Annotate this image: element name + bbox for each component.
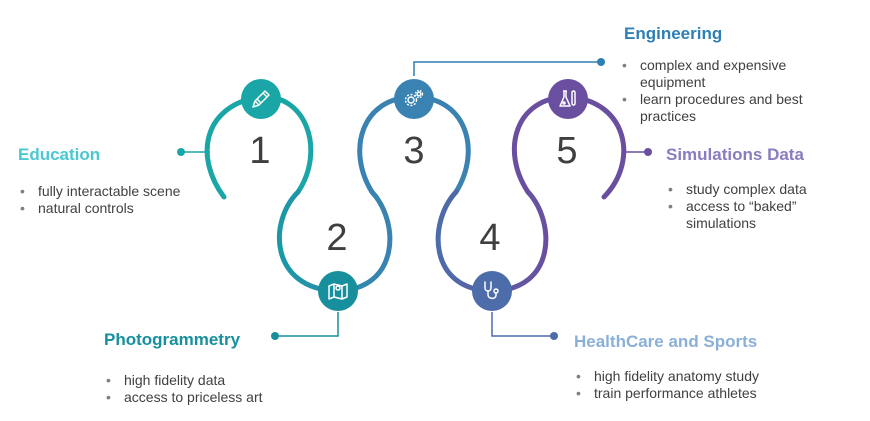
step-4-icon-badge: [472, 271, 512, 311]
education-bullets: fully interactable scene natural control…: [18, 183, 218, 217]
connector-dot-engineering: [597, 58, 605, 66]
connector-photogrammetry: [275, 312, 339, 337]
list-item: access to priceless art: [104, 389, 304, 406]
step-number-3: 3: [403, 130, 425, 172]
list-item: fully interactable scene: [18, 183, 218, 200]
step-number-2: 2: [326, 217, 348, 259]
connector-engineering: [413, 61, 601, 76]
list-item: high fidelity anatomy study: [574, 368, 824, 385]
list-item: train performance athletes: [574, 385, 824, 402]
list-item: learn procedures and best practices: [620, 91, 845, 125]
step-3-icon-badge: [394, 79, 434, 119]
photogrammetry-title: Photogrammetry: [104, 330, 241, 349]
education-title: Education: [18, 145, 101, 164]
engineering-title: Engineering: [624, 24, 723, 43]
list-item: natural controls: [18, 200, 218, 217]
simulations-bullets: study complex data access to “baked” sim…: [666, 181, 846, 232]
step-number-1: 1: [249, 130, 271, 172]
photogrammetry-bullets: high fidelity data access to priceless a…: [104, 372, 304, 406]
connector-dot-education: [177, 148, 185, 156]
step-2-icon-badge: [318, 271, 358, 311]
step-1-icon-badge: [241, 79, 281, 119]
map-icon: [328, 283, 348, 300]
step-number-5: 5: [556, 130, 578, 172]
step-5-icon-badge: [548, 79, 588, 119]
connector-healthcare: [491, 312, 554, 337]
pencil-icon: [252, 90, 270, 108]
list-item: access to “baked” simulations: [666, 198, 846, 232]
list-item: high fidelity data: [104, 372, 304, 389]
step-number-4: 4: [479, 217, 501, 259]
gears-icon: [404, 89, 424, 107]
connector-dot-healthcare: [550, 332, 558, 340]
healthcare-bullets: high fidelity anatomy study train perfor…: [574, 368, 824, 402]
list-item: study complex data: [666, 181, 846, 198]
engineering-bullets: complex and expensive equipment learn pr…: [620, 57, 845, 125]
lab-flask-icon: [559, 90, 576, 107]
simulations-title: Simulations Data: [666, 145, 804, 164]
connector-dot-simulations: [644, 148, 652, 156]
list-item: complex and expensive equipment: [620, 57, 845, 91]
healthcare-title: HealthCare and Sports: [574, 332, 758, 351]
connector-dot-photogrammetry: [271, 332, 279, 340]
stethoscope-icon: [484, 281, 499, 300]
